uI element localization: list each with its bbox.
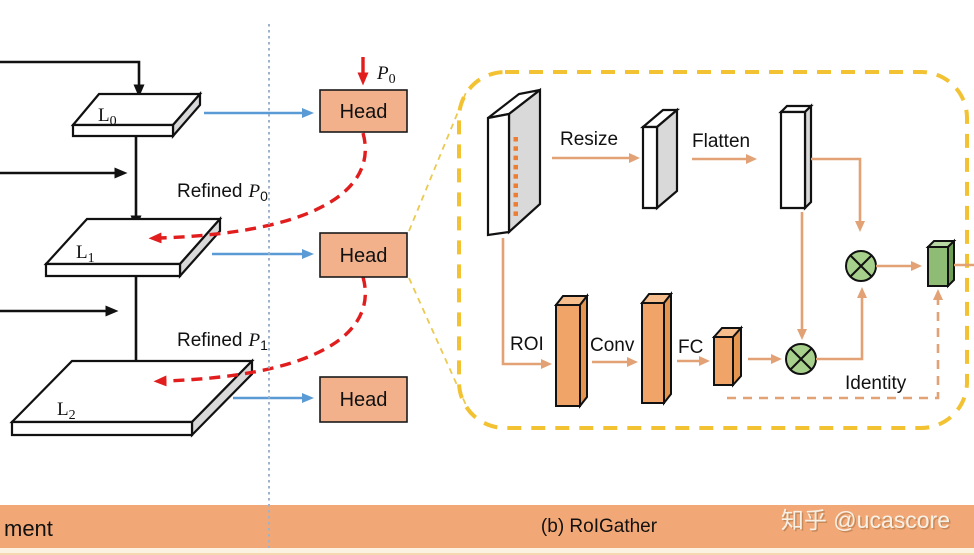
conv-column-side bbox=[663, 291, 672, 406]
watermark-shadow: 知乎 @ucascore bbox=[782, 509, 951, 535]
refined-p1-curve bbox=[153, 276, 368, 387]
layer-slab-l0: L0 bbox=[70, 91, 203, 139]
roigather-border bbox=[457, 70, 969, 430]
resize-label: Resize bbox=[560, 129, 618, 150]
multiply-node-lower bbox=[785, 343, 817, 375]
footer-bar bbox=[0, 505, 974, 548]
conv-column-front bbox=[641, 302, 665, 404]
fc-box-side bbox=[732, 325, 742, 388]
roi-column-front bbox=[555, 304, 581, 407]
fc-box bbox=[711, 325, 744, 388]
feature-front-face bbox=[486, 112, 511, 237]
l2-front-face bbox=[10, 420, 194, 437]
roi-arrow bbox=[501, 238, 552, 369]
refined-p0-curve bbox=[148, 132, 368, 244]
flattened-column bbox=[778, 103, 814, 211]
footer-caption: (b) RoIGather bbox=[541, 516, 658, 537]
output-box bbox=[925, 238, 957, 289]
l1-front-face bbox=[44, 262, 182, 278]
multiply-x2 bbox=[850, 255, 872, 277]
resized-front-face bbox=[641, 125, 659, 210]
flatten-to-mul-arrow bbox=[811, 157, 865, 232]
feature-side-face bbox=[507, 87, 542, 235]
conv-label: Conv bbox=[590, 335, 635, 356]
layer-slab-l1: L1 bbox=[43, 216, 223, 279]
l0-label: L0 bbox=[98, 105, 117, 129]
conv-column bbox=[639, 291, 674, 406]
l1-label: L1 bbox=[76, 242, 95, 266]
multiply-x2 bbox=[790, 348, 812, 370]
fc-label: FC bbox=[678, 337, 703, 358]
output-box-front bbox=[927, 246, 949, 287]
fc-box-front bbox=[713, 336, 734, 386]
identity-label: Identity bbox=[845, 373, 907, 394]
roi-sample-dots bbox=[513, 137, 518, 216]
l2-top-face bbox=[9, 359, 255, 424]
l2-label: L2 bbox=[57, 399, 76, 423]
l0-front-face bbox=[71, 123, 175, 138]
watermark: 知乎 @ucascore bbox=[781, 507, 950, 533]
roi-column bbox=[553, 293, 590, 409]
p0-label: P0 bbox=[376, 63, 396, 87]
footer-left-caption: ment bbox=[4, 516, 53, 541]
roi-column-side bbox=[579, 293, 588, 409]
head-box-2-rect bbox=[319, 376, 408, 423]
head-box-1: Head bbox=[319, 232, 408, 278]
head-box-0: Head bbox=[319, 89, 408, 133]
head-box-0-rect bbox=[319, 89, 408, 133]
head-box-1-label: Head bbox=[340, 245, 388, 267]
resized-slab bbox=[640, 107, 680, 211]
feature-map-slab bbox=[486, 87, 542, 237]
head-box-0-label: Head bbox=[340, 101, 388, 123]
identity-skip-line bbox=[727, 289, 943, 400]
layer-slab-l2: L2 bbox=[9, 358, 255, 438]
input-line-l0 bbox=[0, 60, 145, 98]
multiply-node-upper bbox=[845, 250, 877, 282]
resized-side-face bbox=[655, 107, 679, 211]
roi-label: ROI bbox=[510, 334, 544, 355]
flatten-label: Flatten bbox=[692, 131, 750, 152]
lower-mul-to-upper-arrow bbox=[816, 287, 867, 361]
head-box-1-rect bbox=[319, 232, 408, 278]
head-box-2: Head bbox=[319, 376, 408, 423]
callout-line-top bbox=[408, 89, 468, 232]
head-box-2-label: Head bbox=[340, 389, 388, 411]
flattened-front-face bbox=[779, 110, 807, 210]
footer-under-strip bbox=[0, 548, 974, 555]
